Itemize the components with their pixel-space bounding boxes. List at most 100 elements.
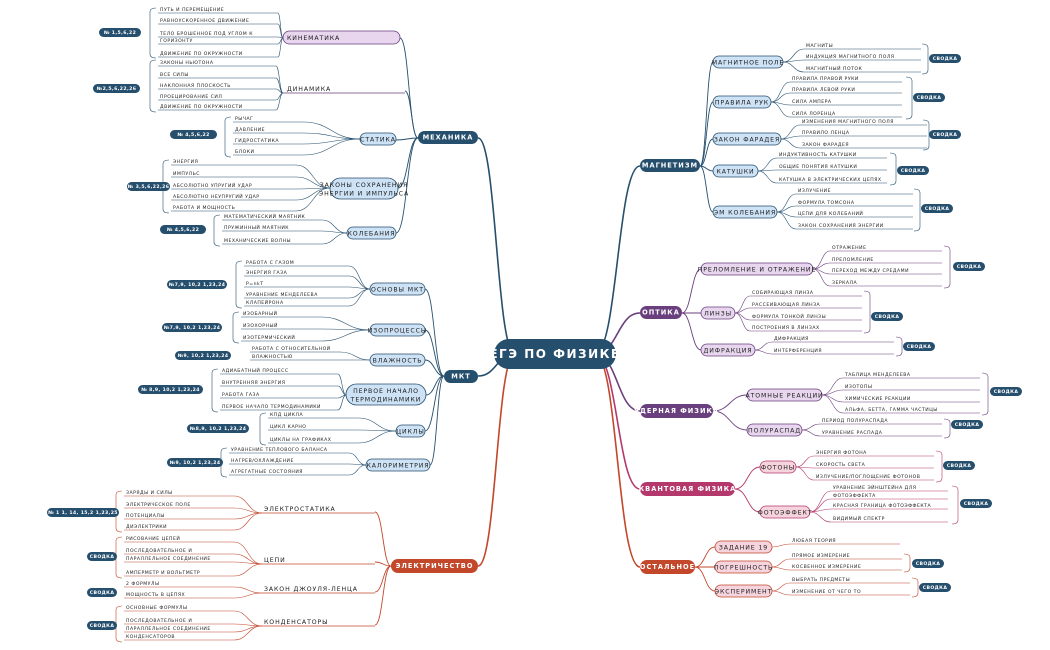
faraday-tag-label[interactable]: СВОДКА [933, 132, 958, 138]
atomic-tag[interactable] [990, 387, 1022, 396]
mkt-basics-node-shape[interactable] [369, 282, 426, 296]
humidity-node-shape[interactable] [369, 353, 426, 367]
magnetism-node-shape[interactable] [640, 159, 700, 172]
center-node-shape[interactable] [494, 339, 616, 369]
optics-node-shape[interactable] [640, 306, 682, 319]
atomic-tag-label[interactable]: СВОДКА [994, 389, 1019, 395]
lenses-node-shape[interactable] [700, 306, 736, 320]
errors-node-shape[interactable] [714, 560, 773, 574]
experiment-node-shape[interactable] [714, 584, 773, 598]
humidity-node[interactable]: ВЛАЖНОСТЬ [373, 358, 423, 365]
joule-tag-label[interactable]: СВОДКА [90, 590, 115, 596]
isoprocesses-node[interactable]: ИЗОПРОЦЕССЫ [368, 328, 427, 335]
nuclear-node-shape[interactable] [640, 404, 713, 418]
first-law-node-shape[interactable] [345, 383, 427, 406]
coils-tag[interactable] [897, 166, 929, 175]
other-node[interactable]: ОСТАЛЬНОЕ [640, 563, 695, 571]
refraction-tag[interactable] [953, 262, 985, 271]
photoeffect-node-shape[interactable] [759, 505, 811, 519]
hand-rules-tag[interactable] [913, 93, 945, 102]
coils-node[interactable]: КАТУШКИ [716, 169, 754, 176]
coils-node-shape[interactable] [712, 164, 759, 178]
mkt-basics-tag-label[interactable]: №7,9, 10,2 1,23,24 [168, 282, 226, 288]
conservation-node-shape[interactable] [329, 177, 399, 200]
photons-node[interactable]: ФОТОНЫ [761, 465, 795, 472]
faraday-node-shape[interactable] [712, 132, 782, 146]
cycles-node-shape[interactable] [395, 424, 426, 438]
lenses-tag[interactable] [871, 312, 903, 321]
statics-tag[interactable] [170, 130, 217, 139]
photons-tag[interactable] [943, 461, 975, 470]
oscillations-tag[interactable] [160, 225, 206, 234]
errors-tag-label[interactable]: СВОДКА [916, 561, 941, 567]
errors-node[interactable]: ПОГРЕШНОСТЬ [714, 565, 773, 572]
diffraction-tag-label[interactable]: СВОДКА [907, 344, 932, 350]
em-oscillations-tag[interactable] [921, 204, 953, 213]
humidity-tag[interactable] [175, 351, 231, 360]
joule-node[interactable]: ЗАКОН ДЖОУЛЯ-ЛЕНЦА [264, 586, 358, 593]
photoeffect-tag[interactable] [960, 499, 992, 508]
mkt-basics-tag[interactable] [167, 280, 227, 289]
conservation-tag-label[interactable]: № 3,5,6,22,26 [127, 184, 170, 190]
cycles-tag[interactable] [187, 424, 249, 433]
magnetism-field-tag-label[interactable]: СВОДКА [933, 56, 958, 62]
capacitors-tag-label[interactable]: СВОДКА [90, 623, 115, 629]
dynamics-tag-label[interactable]: №2,5,6,22,26 [96, 86, 137, 92]
magnetism-field-tag[interactable] [929, 54, 961, 63]
experiment-tag-label[interactable]: СВОДКА [923, 585, 948, 591]
hand-rules-tag-label[interactable]: СВОДКА [917, 95, 942, 101]
circuits-node[interactable]: ЦЕПИ [264, 557, 286, 564]
circuits-tag[interactable] [87, 552, 117, 561]
decay-tag[interactable] [951, 420, 983, 429]
first-law-tag-label[interactable]: № 8,9, 10,2 1,23,24 [140, 387, 200, 393]
atomic-node[interactable]: АТОМНЫЕ РЕАКЦИИ [745, 393, 823, 400]
first-law-node-line1[interactable]: ПЕРВОЕ НАЧАЛО [353, 388, 419, 395]
refraction-node[interactable]: ПРЕЛОМЛЕНИЕ И ОТРАЖЕНИЕ [698, 267, 817, 274]
magnetism-node[interactable]: МАГНЕТИЗМ [642, 162, 698, 170]
decay-node[interactable]: ПОЛУРАСПАД [748, 428, 801, 435]
isoprocesses-node-shape[interactable] [369, 323, 426, 337]
calorimetry-node[interactable]: КАЛОРИМЕТРИЯ [367, 463, 430, 470]
cycles-tag-label[interactable]: №8,9, 10,2 1,23,24 [189, 426, 247, 432]
hand-rules-node[interactable]: ПРАВИЛА РУК [715, 100, 769, 107]
photoeffect-node[interactable]: ФОТОЭФФЕКТ [758, 510, 813, 517]
hand-rules-node-shape[interactable] [712, 95, 772, 109]
em-oscillations-node-shape[interactable] [712, 205, 778, 219]
capacitors-node[interactable]: КОНДЕНСАТОРЫ [264, 619, 329, 626]
em-oscillations-tag-label[interactable]: СВОДКА [925, 206, 950, 212]
dynamics-tag[interactable] [93, 84, 140, 93]
mkt-node[interactable]: МКТ [451, 373, 470, 381]
quantum-node[interactable]: КВАНТОВАЯ ФИЗИКА [639, 485, 736, 493]
joule-tag[interactable] [87, 588, 117, 597]
circuits-tag-label[interactable]: СВОДКА [90, 554, 115, 560]
task19-node[interactable]: ЗАДАНИЕ 19 [719, 545, 768, 552]
diffraction-tag[interactable] [903, 342, 935, 351]
center-title[interactable]: ЕГЭ ПО ФИЗИКЕ [489, 347, 620, 361]
quantum-node-shape[interactable] [640, 482, 735, 496]
photons-node-shape[interactable] [759, 460, 797, 474]
lenses-node[interactable]: ЛИНЗЫ [704, 311, 732, 318]
electricity-node-shape[interactable] [391, 559, 478, 573]
conservation-node-line2[interactable]: ЭНЕРГИИ И ИМПУЛЬСА [319, 191, 409, 198]
decay-node-shape[interactable] [746, 423, 803, 437]
faraday-tag[interactable] [929, 130, 961, 139]
electricity-node[interactable]: ЭЛЕКТРИЧЕСТВО [396, 562, 474, 570]
kinematics-node[interactable]: КИНЕМАТИКА [287, 35, 340, 42]
decay-tag-label[interactable]: СВОДКА [955, 422, 980, 428]
calorimetry-tag-label[interactable]: №9, 10,2 1,23,24 [169, 460, 221, 466]
dynamics-node[interactable]: ДИНАМИКА [287, 86, 331, 93]
conservation-node-line1[interactable]: ЗАКОНЫ СОХРАНЕНИЯ [320, 182, 408, 189]
humidity-tag-label[interactable]: №9, 10,2 1,23,24 [177, 353, 229, 359]
magnetism-field-node-shape[interactable] [712, 55, 784, 69]
oscillations-tag-label[interactable]: № 4,5,6,22 [166, 227, 199, 233]
photons-tag-label[interactable]: СВОДКА [947, 463, 972, 469]
calorimetry-node-shape[interactable] [365, 458, 431, 472]
experiment-node[interactable]: ЭКСПЕРИМЕНТ [715, 589, 773, 596]
photoeffect-tag-label[interactable]: СВОДКА [964, 501, 989, 507]
kinematics-tag-label[interactable]: № 1,5,6,22 [103, 30, 136, 36]
electrostatics-tag-label[interactable]: № 1 1, 14, 15,2 1,23,25 [47, 510, 118, 516]
mechanics-node-shape[interactable] [418, 131, 478, 144]
first-law-node-line2[interactable]: ТЕРМОДИНАМИКИ [350, 397, 422, 404]
faraday-node[interactable]: ЗАКОН ФАРАДЕЯ [714, 137, 780, 144]
optics-node[interactable]: ОПТИКА [642, 309, 680, 317]
